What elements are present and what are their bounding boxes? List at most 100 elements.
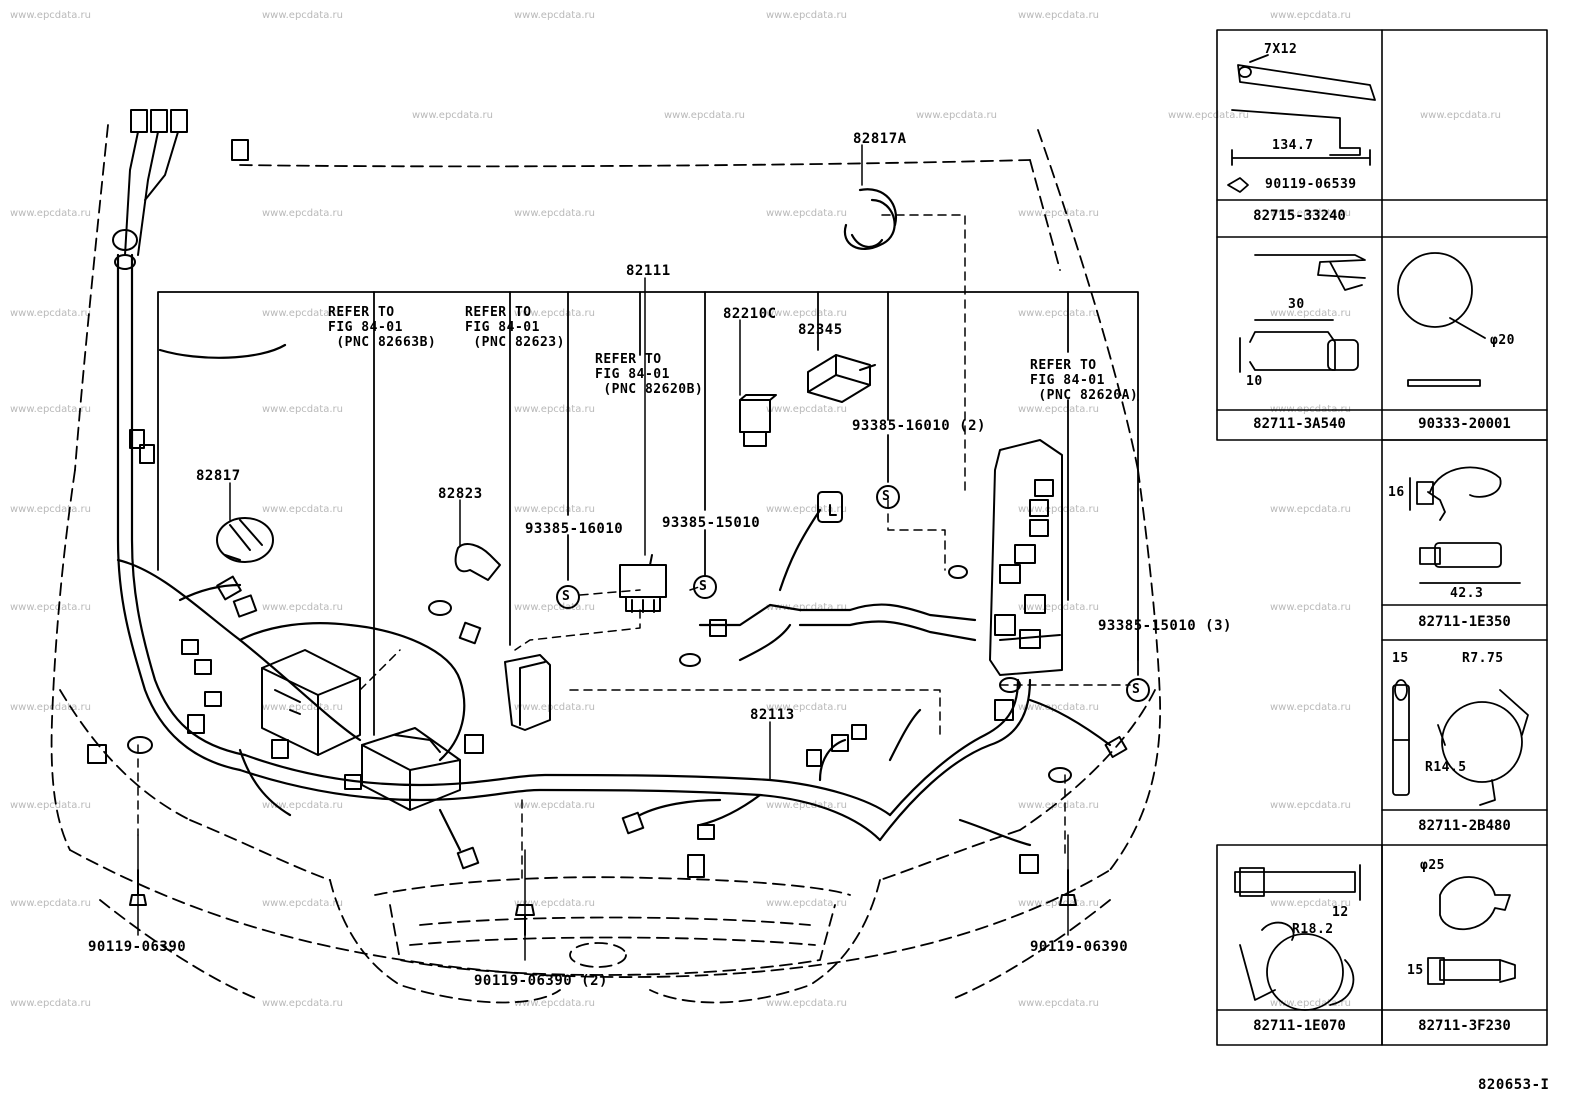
watermark-text: www.epcdata.ru (766, 702, 847, 713)
watermark-text: www.epcdata.ru (514, 504, 595, 515)
watermark-text: www.epcdata.ru (1270, 998, 1351, 1009)
watermark-text: www.epcdata.ru (1270, 504, 1351, 515)
cell-82711-1E070-art (1234, 864, 1361, 1011)
holder-82623 (504, 654, 551, 731)
callout-90119-mid: 90119-06390 (2) (474, 973, 608, 989)
cell-82711-3A540-art (1239, 254, 1366, 373)
part-90333-20001: 90333-20001 (1418, 416, 1511, 432)
watermark-text: www.epcdata.ru (262, 208, 343, 219)
callout-82345: 82345 (798, 322, 843, 338)
group-frame (157, 291, 1139, 736)
callout-82817A: 82817A (853, 131, 907, 147)
watermark-text: www.epcdata.ru (1270, 602, 1351, 613)
callout-93385-16010: 93385-16010 (525, 521, 624, 537)
watermark-text: www.epcdata.ru (10, 998, 91, 1009)
watermark-text: www.epcdata.ru (1270, 800, 1351, 811)
watermark-text: www.epcdata.ru (1270, 208, 1351, 219)
harness-connectors (87, 491, 1128, 878)
watermark-text: www.epcdata.ru (514, 998, 595, 1009)
watermark-text: www.epcdata.ru (514, 308, 595, 319)
watermark-text: www.epcdata.ru (514, 702, 595, 713)
watermark-text: www.epcdata.ru (514, 10, 595, 21)
top-connectors (112, 109, 249, 464)
clip-s-4: S (1132, 682, 1141, 697)
part-82711-1E350: 82711-1E350 (1418, 614, 1511, 630)
watermark-text: www.epcdata.ru (766, 800, 847, 811)
car-body-outline (50, 124, 1161, 1004)
dim-42-3: 42.3 (1450, 586, 1484, 601)
watermark-text: www.epcdata.ru (10, 702, 91, 713)
ecu-box-left (261, 649, 361, 756)
watermark-text: www.epcdata.ru (766, 208, 847, 219)
cell-82711-3F230-art (1427, 876, 1516, 985)
dim-phi20: φ20 (1490, 333, 1515, 348)
watermark-text: www.epcdata.ru (766, 998, 847, 1009)
watermark-text: www.epcdata.ru (766, 898, 847, 909)
watermark-text: www.epcdata.ru (1270, 898, 1351, 909)
watermark-text: www.epcdata.ru (262, 308, 343, 319)
watermark-text: www.epcdata.ru (514, 208, 595, 219)
watermark-text: www.epcdata.ru (10, 208, 91, 219)
fuse-box-right (989, 439, 1063, 676)
watermark-text: www.epcdata.ru (262, 800, 343, 811)
part-82711-1E070: 82711-1E070 (1253, 1018, 1346, 1034)
watermark-text: www.epcdata.ru (412, 110, 493, 121)
watermark-text: www.epcdata.ru (10, 800, 91, 811)
part-82711-3A540: 82711-3A540 (1253, 416, 1346, 432)
refer-note-82620A: REFER TO FIG 84-01 (PNC 82620A) (1030, 358, 1139, 403)
watermark-text: www.epcdata.ru (1018, 602, 1099, 613)
grommet-82817A (843, 188, 898, 250)
watermark-text: www.epcdata.ru (514, 800, 595, 811)
watermark-text: www.epcdata.ru (262, 898, 343, 909)
leader-lines (137, 144, 1069, 961)
module-82345 (807, 354, 876, 403)
dim-r14-5: R14.5 (1425, 760, 1467, 775)
watermark-text: www.epcdata.ru (262, 504, 343, 515)
watermark-text: www.epcdata.ru (262, 404, 343, 415)
bolt-90119-06539: 90119-06539 (1265, 177, 1357, 192)
cell-82711-1E350-art (1409, 466, 1521, 584)
watermark-text: www.epcdata.ru (10, 308, 91, 319)
callout-90119-left: 90119-06390 (88, 939, 187, 955)
clip-s-3: S (882, 489, 891, 504)
watermark-text: www.epcdata.ru (514, 404, 595, 415)
watermark-text: www.epcdata.ru (10, 602, 91, 613)
cell-90333-20001-art (1397, 252, 1486, 387)
watermark-text: www.epcdata.ru (1270, 10, 1351, 21)
watermark-text: www.epcdata.ru (262, 10, 343, 21)
watermark-text: www.epcdata.ru (1018, 504, 1099, 515)
watermark-text: www.epcdata.ru (1018, 308, 1099, 319)
bolts (129, 869, 1077, 936)
dim-7x12: 7X12 (1264, 42, 1298, 57)
watermark-text: www.epcdata.ru (1018, 898, 1099, 909)
clip-s-1: S (562, 589, 571, 604)
watermark-text: www.epcdata.ru (766, 10, 847, 21)
callout-82113: 82113 (750, 707, 795, 723)
diagram-id: 820653-I (1478, 1077, 1550, 1093)
watermark-text: www.epcdata.ru (766, 404, 847, 415)
clamp-82823 (454, 543, 501, 581)
watermark-text: www.epcdata.ru (1018, 10, 1099, 21)
clip-s-2: S (699, 579, 708, 594)
watermark-text: www.epcdata.ru (916, 110, 997, 121)
callout-93385-15010-3: 93385-15010 (3) (1098, 618, 1232, 634)
watermark-text: www.epcdata.ru (1270, 702, 1351, 713)
dim-10: 10 (1246, 374, 1263, 389)
relay-82210C (739, 394, 777, 447)
dim-134-7: 134.7 (1272, 138, 1314, 153)
watermark-text: www.epcdata.ru (1168, 110, 1249, 121)
watermark-text: www.epcdata.ru (1018, 702, 1099, 713)
callout-82817: 82817 (196, 468, 241, 484)
dashed-links (137, 214, 1131, 881)
callout-82823: 82823 (438, 486, 483, 502)
watermark-text: www.epcdata.ru (262, 702, 343, 713)
dim-r18-2: R18.2 (1292, 922, 1334, 937)
watermark-text: www.epcdata.ru (262, 602, 343, 613)
wire-harness (116, 253, 1112, 852)
watermark-text: www.epcdata.ru (1018, 208, 1099, 219)
refer-note-82620B: REFER TO FIG 84-01 (PNC 82620B) (595, 352, 704, 397)
dim-12: 12 (1332, 905, 1349, 920)
watermark-text: www.epcdata.ru (10, 10, 91, 21)
dim-phi25: φ25 (1420, 858, 1445, 873)
watermark-text: www.epcdata.ru (514, 602, 595, 613)
